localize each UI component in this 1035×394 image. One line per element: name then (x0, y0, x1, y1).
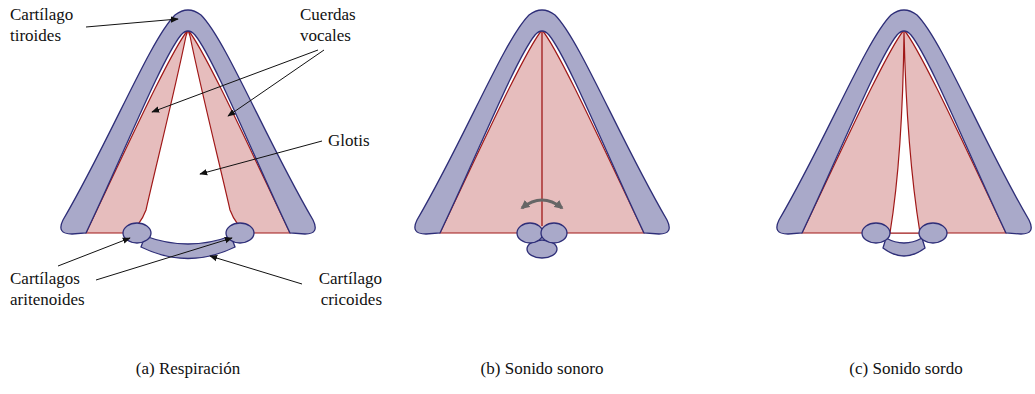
thyroid-cartilage (415, 10, 669, 234)
panel-voiceless (777, 10, 1031, 256)
arytenoid-cartilage (226, 223, 254, 243)
leader-line (58, 238, 130, 266)
arytenoid-cartilage (123, 223, 151, 243)
label-holder: Cuerdas vocales (300, 4, 378, 46)
part-label: Cuerdas vocales (300, 4, 378, 46)
thyroid-cartilage (61, 10, 315, 234)
panel-voiced (415, 10, 669, 258)
leader-lines (58, 19, 324, 284)
label-holder: Cartílagos aritenoides (10, 268, 114, 310)
glottis-gap (890, 32, 920, 233)
label-holder: (b) Sonido sonoro (442, 358, 642, 379)
label-holder: (c) Sonido sordo (806, 358, 1006, 379)
thyroid-cartilage (777, 10, 1031, 234)
leader-line (96, 238, 232, 280)
arytenoid-cartilage (862, 223, 890, 243)
arytenoid-cartilage (919, 223, 947, 243)
part-label: Glotis (328, 130, 398, 151)
panel-caption: (a) Respiración (88, 358, 288, 379)
closed-glottis-line (541, 32, 542, 226)
cricoid-cartilage (883, 238, 925, 256)
leader-line (152, 50, 318, 112)
leader-line (86, 19, 178, 27)
vocal-cord (86, 30, 188, 233)
label-holder: Glotis (328, 130, 398, 151)
vocal-cord (188, 30, 290, 233)
leader-line (200, 141, 322, 174)
vibration-arrow (522, 200, 562, 208)
leader-line (210, 256, 302, 284)
part-label: Cartílagos aritenoides (10, 268, 114, 310)
panel-breathing (61, 10, 315, 259)
part-label: Cartílago tiroides (10, 4, 102, 46)
arytenoid-cartilage (541, 223, 567, 243)
label-holder: Cartílago cricoides (296, 268, 382, 310)
label-holder: (a) Respiración (88, 358, 288, 379)
arytenoid-cartilage (517, 223, 543, 243)
panel-caption: (b) Sonido sonoro (442, 358, 642, 379)
cricoid-cartilage (141, 236, 235, 259)
label-holder: Cartílago tiroides (10, 4, 102, 46)
part-label: Cartílago cricoides (296, 268, 382, 310)
panel-caption: (c) Sonido sordo (806, 358, 1006, 379)
leader-line (228, 50, 324, 116)
